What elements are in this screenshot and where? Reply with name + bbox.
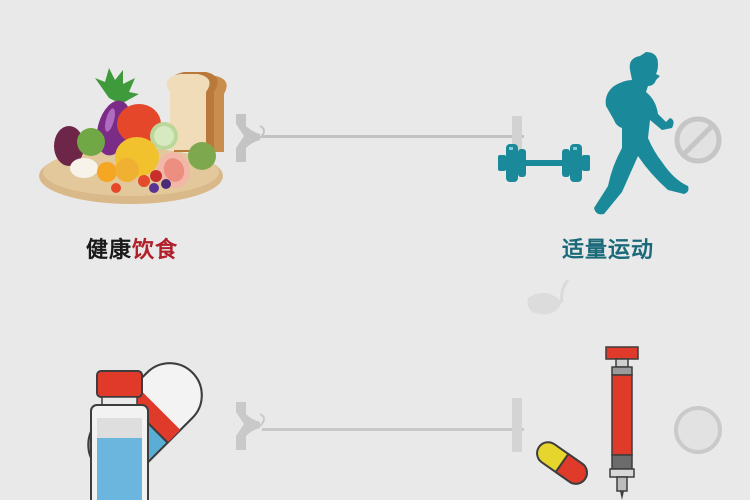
small-capsule-icon	[532, 438, 592, 488]
healthy-diet-label-part1: 健康	[86, 238, 133, 263]
food-plate-icon	[34, 58, 229, 208]
scale-bar-icon-2	[232, 398, 532, 458]
healthy-diet-label: 健康饮食	[86, 232, 178, 264]
leaf-icon	[522, 278, 572, 328]
running-man-icon	[586, 50, 696, 220]
medicine-vial-icon	[90, 370, 150, 500]
moderate-exercise-label: 适量运动	[562, 238, 655, 263]
dumbbell-icon	[496, 138, 592, 188]
healthy-diet-label-part2: 饮食	[132, 238, 179, 263]
scale-bar-icon	[232, 110, 532, 170]
prohibited-icon	[673, 115, 723, 165]
syringe-icon	[604, 345, 644, 500]
grey-circle-icon	[673, 405, 723, 455]
